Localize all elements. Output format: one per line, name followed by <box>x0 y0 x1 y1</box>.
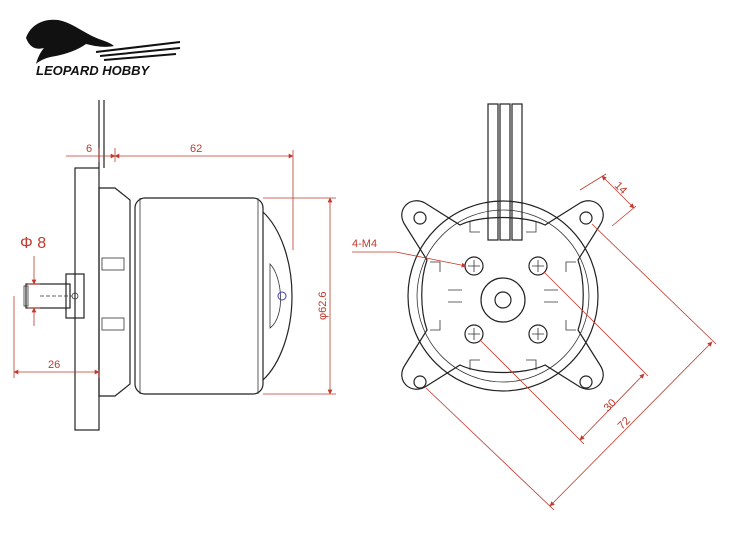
mount-flange <box>74 167 100 431</box>
dim-diameter-label: φ62.6 <box>317 291 329 320</box>
center-shaft-hole <box>494 291 512 309</box>
screw-bottom-right <box>528 324 548 344</box>
motor-bell <box>134 197 264 395</box>
screw-top-left <box>464 256 484 276</box>
dim-flange-label: 6 <box>86 143 92 155</box>
leopard-silhouette-icon <box>26 19 114 65</box>
dim-shaft-label: Φ 8 <box>20 235 46 252</box>
mount-slot-top <box>101 257 125 271</box>
mount-hole-bottom-right <box>579 375 593 389</box>
dim-shaft-length-label: 26 <box>48 359 60 371</box>
dim-length-label: 62 <box>190 143 202 155</box>
front-cap <box>262 211 293 381</box>
mount-hole-bottom-left <box>413 375 427 389</box>
mount-hole-top-left <box>413 211 427 225</box>
center-hub <box>480 277 526 323</box>
shaft-collar-icon <box>277 291 287 301</box>
dim-mount-spacing-label: 72 <box>616 415 633 432</box>
logo-text: LEOPARD HOBBY <box>36 63 150 78</box>
mount-hole-top-right <box>579 211 593 225</box>
front-view <box>401 103 604 392</box>
screw-bottom-left <box>464 324 484 344</box>
dim-screw-label: 4-M4 <box>352 238 377 250</box>
side-view <box>23 100 293 431</box>
leopard-logo: LEOPARD HOBBY <box>26 19 181 78</box>
lead-wire-2 <box>499 103 511 241</box>
lead-wires <box>98 100 105 168</box>
dim-tab-label: 14 <box>612 180 629 197</box>
mount-slot-bottom <box>101 317 125 331</box>
motor-mount-cone <box>98 187 131 397</box>
logo-speed-lines <box>95 41 181 61</box>
motor-outline <box>407 200 599 392</box>
lead-wire-1 <box>487 103 499 241</box>
vent-slots <box>430 222 576 370</box>
screw-top-right <box>528 256 548 276</box>
lead-wire-3 <box>511 103 523 241</box>
side-view-dimensions: 6 62 φ62.6 Φ 8 26 <box>13 143 336 395</box>
dim-hole-spacing-label: 30 <box>602 397 619 414</box>
